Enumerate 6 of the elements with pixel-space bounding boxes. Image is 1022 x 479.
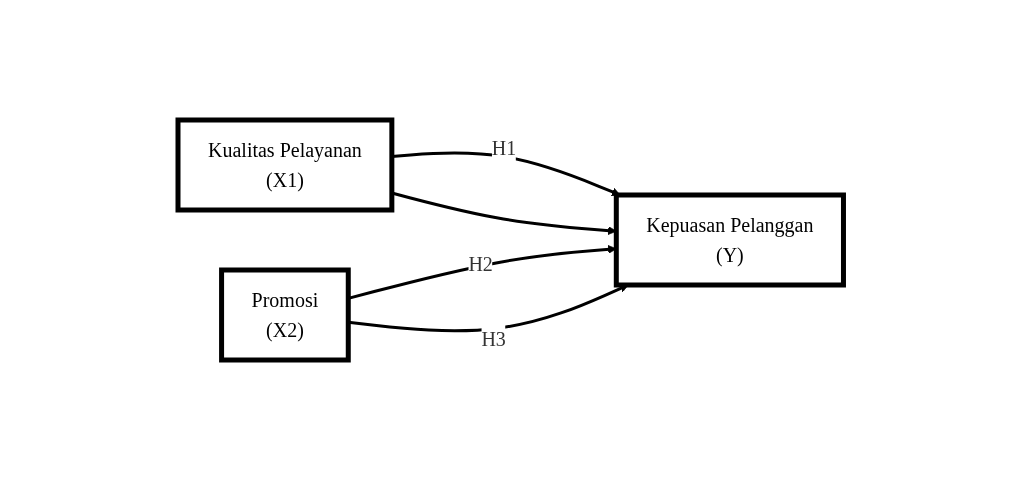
edge-label: H1 bbox=[492, 136, 517, 158]
edge-label: H3 bbox=[481, 327, 507, 350]
node-box: Promosi (X2) bbox=[219, 267, 352, 362]
edge-label: H2 bbox=[468, 252, 494, 275]
node-box: Kualitas Pelayanan (X1) bbox=[175, 117, 395, 212]
node-box: Kepuasan Pelanggan (Y) bbox=[614, 192, 847, 287]
